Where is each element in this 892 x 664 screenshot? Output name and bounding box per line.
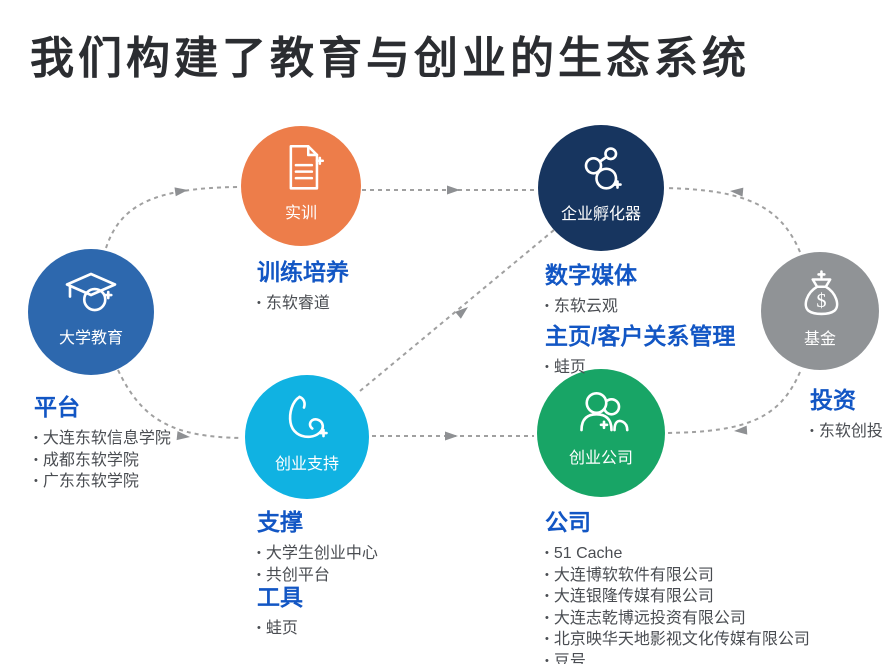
section-crm-list: 蛙页 [545, 357, 735, 379]
node-support-label: 创业支持 [274, 456, 339, 473]
section-training: 训练培养 东软睿道 [257, 253, 349, 315]
section-crm: 主页/客户关系管理 蛙页 [545, 317, 735, 379]
section-platform-heading: 平台 [34, 394, 80, 420]
section-platform: 平台 大连东软信息学院 成都东软学院 广东东软学院 [34, 388, 171, 493]
section-digital-media-list: 东软云观 [545, 296, 637, 318]
node-training-label: 实训 [284, 205, 317, 222]
people-icon [580, 391, 629, 432]
list-item: 蛙页 [545, 357, 735, 379]
node-fund-label: 基金 [803, 331, 836, 348]
money-bag-icon: $ [804, 270, 839, 316]
arrowhead-support-to-incubator [455, 307, 468, 319]
arrowhead-training-to-incubator [447, 185, 460, 195]
list-item: 大连志乾博远投资有限公司 [545, 608, 810, 630]
list-item: 大连银隆传媒有限公司 [545, 586, 810, 608]
node-incubator: 企业孵化器 [538, 125, 664, 251]
page-title: 我们构建了教育与创业的生态系统 [30, 34, 750, 83]
arrowhead-university-to-support [176, 431, 190, 441]
section-digital-media-heading: 数字媒体 [545, 262, 637, 288]
node-incubator-label: 企业孵化器 [560, 206, 641, 223]
section-support: 支撑 大学生创业中心 共创平台 [257, 503, 378, 586]
list-item: 51 Cache [545, 543, 810, 565]
node-university: 大学教育 [28, 249, 154, 375]
section-investment-list: 东软创投 [810, 421, 883, 443]
section-support-heading: 支撑 [257, 509, 303, 535]
node-startup: 创业公司 [537, 369, 665, 497]
section-support-list: 大学生创业中心 共创平台 [257, 543, 378, 586]
network-icon [584, 147, 622, 190]
section-investment-heading: 投资 [810, 387, 856, 413]
arrowhead-fund-to-incubator [730, 187, 744, 197]
list-item: 蛙页 [257, 618, 303, 640]
arrowhead-university-to-training [174, 187, 188, 197]
node-university-label: 大学教育 [58, 330, 123, 347]
section-digital-media: 数字媒体 东软云观 [545, 256, 637, 318]
arrowhead-support-to-startup [445, 431, 458, 441]
list-item: 东软睿道 [257, 293, 349, 315]
node-training: 实训 [241, 126, 361, 246]
section-companies: 公司 51 Cache 大连博软软件有限公司 大连银隆传媒有限公司 大连志乾博远… [545, 503, 810, 664]
section-training-heading: 训练培养 [257, 259, 349, 285]
list-item: 大学生创业中心 [257, 543, 378, 565]
list-item: 东软创投 [810, 421, 883, 443]
list-item: 成都东软学院 [34, 450, 171, 472]
list-item: 东软云观 [545, 296, 637, 318]
section-crm-heading: 主页/客户关系管理 [545, 323, 736, 349]
section-platform-list: 大连东软信息学院 成都东软学院 广东东软学院 [34, 428, 171, 493]
document-icon [289, 144, 325, 190]
svg-text:$: $ [816, 290, 826, 312]
list-item: 广东东软学院 [34, 471, 171, 493]
list-item: 共创平台 [257, 565, 378, 587]
flexed-arm-icon [288, 395, 328, 439]
section-companies-list: 51 Cache 大连博软软件有限公司 大连银隆传媒有限公司 大连志乾博远投资有… [545, 543, 810, 664]
node-support: 创业支持 [245, 375, 369, 499]
graduation-cap-icon [65, 272, 117, 312]
section-companies-heading: 公司 [545, 509, 591, 535]
arrow-support-to-incubator [359, 229, 555, 392]
list-item: 北京映华天地影视文化传媒有限公司 [545, 629, 810, 651]
node-fund: $ 基金 [761, 252, 879, 370]
arrow-fund-to-incubator [665, 187, 801, 253]
section-tools: 工具 蛙页 [257, 578, 303, 640]
section-tools-list: 蛙页 [257, 618, 303, 640]
arrowhead-fund-to-startup [734, 425, 748, 435]
arrow-university-to-training [105, 186, 239, 249]
section-training-list: 东软睿道 [257, 293, 349, 315]
list-item: 豆号 [545, 651, 810, 664]
arrow-fund-to-startup [665, 371, 801, 434]
list-item: 大连博软软件有限公司 [545, 565, 810, 587]
section-tools-heading: 工具 [257, 584, 303, 610]
node-startup-label: 创业公司 [568, 450, 633, 467]
list-item: 大连东软信息学院 [34, 428, 171, 450]
section-investment: 投资 东软创投 [810, 381, 883, 443]
